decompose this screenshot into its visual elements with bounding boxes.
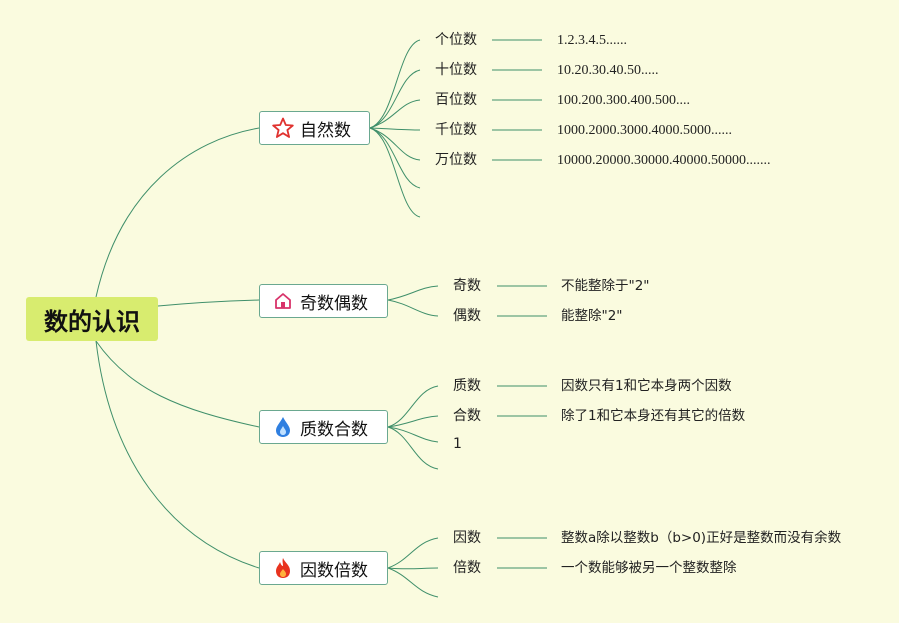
branch-label: 因数倍数	[300, 560, 368, 581]
branch-prime-composite[interactable]: 质数合数	[259, 410, 388, 444]
leaf-ten-thousands[interactable]: 万位数	[435, 152, 477, 168]
value-tens[interactable]: 10.20.30.40.50.....	[557, 63, 659, 78]
house-icon	[270, 288, 296, 314]
star-icon	[270, 115, 296, 141]
value-ones[interactable]: 1.2.3.4.5......	[557, 33, 627, 48]
leaf-prime[interactable]: 质数	[453, 378, 481, 394]
leaf-hundreds[interactable]: 百位数	[435, 92, 477, 108]
leaf-ones[interactable]: 个位数	[435, 32, 477, 48]
branch-odd-even[interactable]: 奇数偶数	[259, 284, 388, 318]
value-multiple[interactable]: 一个数能够被另一个整数整除	[561, 560, 737, 576]
branch-label: 质数合数	[300, 419, 368, 440]
leaf-multiple[interactable]: 倍数	[453, 560, 481, 576]
leaf-factor[interactable]: 因数	[453, 530, 481, 546]
value-prime[interactable]: 因数只有1和它本身两个因数	[561, 378, 732, 394]
leaf-tens[interactable]: 十位数	[435, 62, 477, 78]
leaf-one[interactable]: 1	[453, 436, 462, 452]
leaf-even[interactable]: 偶数	[453, 308, 481, 324]
water-drop-icon	[270, 414, 296, 440]
leaf-odd[interactable]: 奇数	[453, 278, 481, 294]
root-title: 数的认识	[44, 307, 140, 336]
root-topic[interactable]: 数的认识	[26, 297, 158, 341]
branch-label: 自然数	[300, 120, 351, 141]
branch-natural-numbers[interactable]: 自然数	[259, 111, 370, 145]
fire-icon	[270, 555, 296, 581]
branch-factor-multiple[interactable]: 因数倍数	[259, 551, 388, 585]
value-ten-thousands[interactable]: 10000.20000.30000.40000.50000.......	[557, 153, 771, 168]
leaf-thousands[interactable]: 千位数	[435, 122, 477, 138]
value-even[interactable]: 能整除"2"	[561, 308, 623, 324]
value-hundreds[interactable]: 100.200.300.400.500....	[557, 93, 690, 108]
value-factor[interactable]: 整数a除以整数b（b>0)正好是整数而没有余数	[561, 530, 842, 546]
leaf-composite[interactable]: 合数	[453, 408, 481, 424]
branch-label: 奇数偶数	[300, 293, 368, 314]
value-composite[interactable]: 除了1和它本身还有其它的倍数	[561, 408, 746, 424]
value-odd[interactable]: 不能整除于"2"	[561, 278, 650, 294]
value-thousands[interactable]: 1000.2000.3000.4000.5000......	[557, 123, 732, 138]
